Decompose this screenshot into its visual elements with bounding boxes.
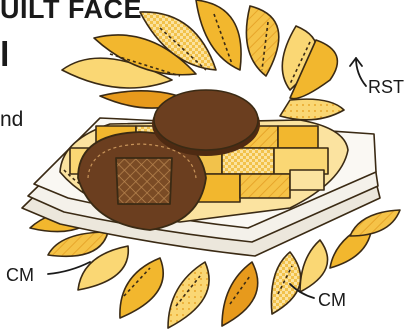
bottom-petal [48, 232, 108, 256]
top-petal [280, 99, 344, 120]
bottom-petal [120, 258, 163, 318]
cm-label-right: CM [318, 290, 346, 311]
cm-label-left: CM [6, 265, 34, 286]
bottom-petal [271, 252, 300, 314]
bottom-petal [222, 262, 258, 326]
title-fragment: UILT FACE [0, 0, 142, 25]
waffle-square [116, 158, 172, 204]
rst-leader-arrow [356, 58, 366, 86]
bottom-petal [168, 262, 209, 328]
bottom-petal [300, 240, 328, 292]
rst-label: RST [368, 77, 404, 98]
bottom-petal [350, 210, 400, 236]
side-text-fragment-small: nd [0, 108, 23, 132]
flower-center [152, 90, 260, 156]
side-text-fragment: l [0, 36, 9, 75]
